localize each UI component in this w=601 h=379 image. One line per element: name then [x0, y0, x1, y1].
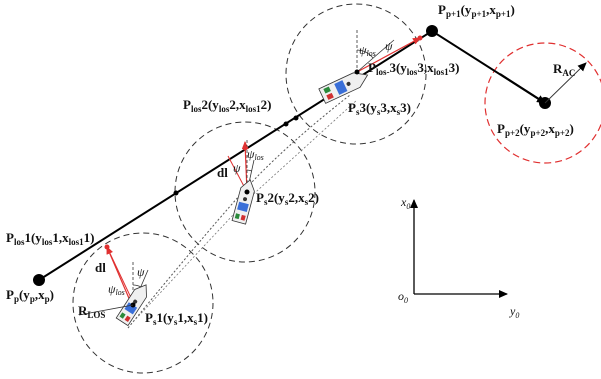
waypoint-p — [33, 274, 45, 286]
los-point-1 — [104, 244, 110, 250]
label-dl-1: dl — [95, 260, 106, 275]
ship-icon-2 — [231, 179, 255, 225]
path-arrow-segment — [499, 73, 546, 104]
dl-perp-1 — [106, 246, 134, 303]
axis-y-label: y0 — [509, 304, 519, 320]
label-psi-los-2: ψlos — [247, 147, 264, 162]
label-rlos: RLOS — [78, 303, 105, 320]
ship-center-2 — [244, 189, 250, 195]
label-pp2: Pp+2(yp+2,xp+2) — [497, 121, 574, 138]
acceptance-circle — [484, 42, 601, 164]
axis-x-label: x0 — [400, 195, 410, 211]
desired-path — [38, 29, 546, 281]
label-psi-1: ψ — [137, 265, 145, 279]
label-pp: Pp(yp,xp) — [6, 287, 54, 304]
los-point-2 — [242, 145, 248, 151]
label-plos3: Plos-3(ylos3,xlos13) — [368, 60, 459, 77]
heading-line-3 — [356, 39, 395, 73]
label-psi-3: ψ — [385, 39, 393, 53]
label-rac: RAC — [553, 61, 575, 78]
path-dot — [293, 115, 299, 121]
angle-arc-3 — [356, 49, 374, 59]
label-ps1: Ps1(ys1,xs1) — [145, 310, 208, 327]
label-psi-2: ψ — [233, 161, 241, 175]
rac-radius — [544, 62, 587, 104]
ship-center-3 — [354, 69, 360, 75]
angle-arc-2 — [246, 169, 253, 172]
label-dl-2: dl — [217, 165, 228, 180]
rlos-radius — [78, 304, 134, 316]
waypoint-p1 — [426, 25, 438, 37]
label-psi-los-3: ψlos — [359, 43, 376, 58]
label-psi-los-1: ψlos — [108, 282, 125, 297]
label-pp1: Pp+1(yp+1,xp+1) — [438, 2, 515, 19]
los-circle-3 — [285, 3, 427, 145]
los-point-3 — [417, 35, 423, 41]
label-ps3: Ps3(ys3,xs3) — [348, 100, 411, 117]
ship-icon-3 — [318, 72, 369, 104]
los-circle-1 — [72, 232, 214, 374]
path-dot — [173, 190, 179, 196]
label-ps2: Ps2(ys2,xs2) — [256, 190, 319, 207]
origin-label: o0 — [398, 289, 408, 305]
los-line-3 — [356, 37, 421, 73]
angle-arc-1 — [132, 284, 142, 288]
label-plos1: Plos1(ylos1,xlos11) — [6, 230, 94, 247]
path-dot — [283, 121, 289, 127]
los-circle-2 — [174, 121, 316, 263]
label-plos2: Plos2(ylos2,xlos12) — [183, 97, 271, 114]
